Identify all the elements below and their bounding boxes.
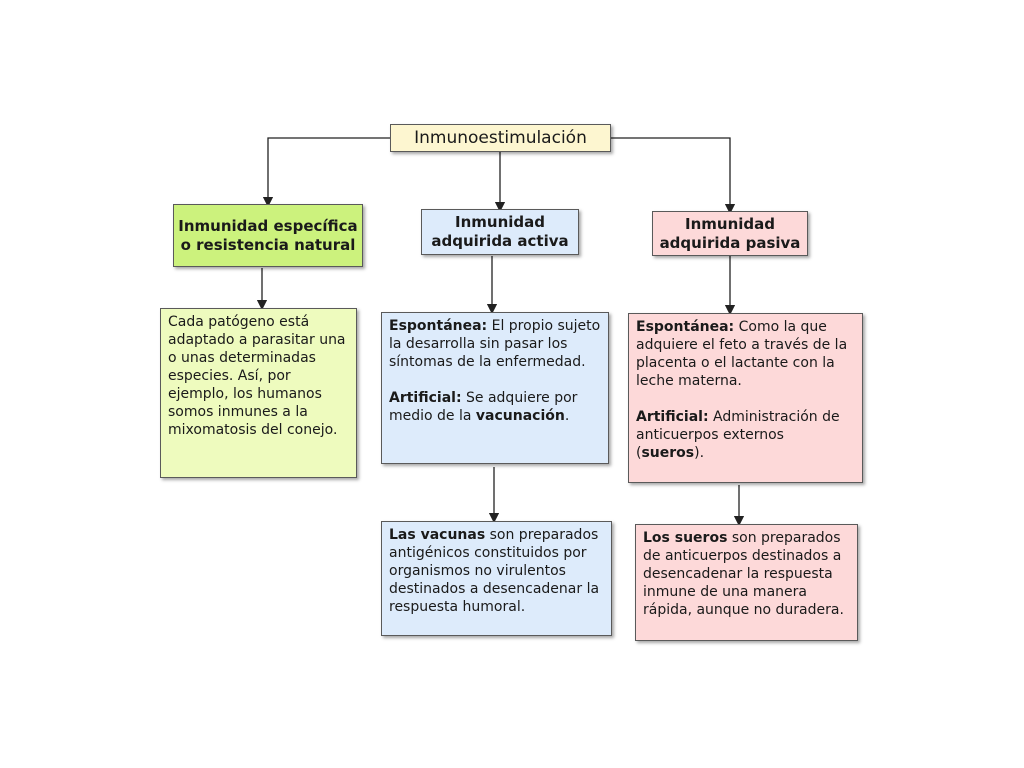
activa-artificial-end: .	[564, 408, 570, 424]
connector-root-to-pasiva	[611, 137, 736, 215]
sueros-note-box: Los sueros son preparados de anticuerpos…	[635, 524, 858, 641]
pasiva-artificial-end: ).	[694, 445, 705, 461]
branch-pasiva-title: Inmunidad adquirida pasiva	[659, 214, 801, 252]
activa-detail-box: Espontánea: El propio sujeto la desarrol…	[381, 312, 609, 464]
branch-natural-title: Inmunidad específica o resistencia natur…	[178, 216, 358, 254]
pasiva-detail-box: Espontánea: Como la que adquiere el feto…	[628, 313, 863, 483]
pasiva-artificial-label: Artificial:	[636, 409, 709, 425]
vacunas-note-box: Las vacunas son preparados antigénicos c…	[381, 521, 612, 636]
activa-artificial: Artificial: Se adquiere por medio de la …	[389, 389, 601, 425]
root-node: Inmunoestimulación	[390, 124, 611, 152]
pasiva-artificial-text: Administración de anticuerpos externos (	[636, 409, 840, 461]
pasiva-spontaneous-label: Espontánea:	[636, 319, 735, 335]
branch-natural-title-box: Inmunidad específica o resistencia natur…	[173, 204, 363, 267]
activa-spontaneous: Espontánea: El propio sujeto la desarrol…	[389, 317, 601, 371]
branch-activa-title-box: Inmunidad adquirida activa	[421, 209, 579, 255]
vacunas-note-text: son preparados antigénicos constituidos …	[389, 527, 600, 615]
pasiva-artificial: Artificial: Administración de anticuerpo…	[636, 408, 855, 462]
activa-artificial-label: Artificial:	[389, 390, 462, 406]
activa-artificial-text: Se adquiere por medio de la	[389, 390, 578, 424]
activa-spontaneous-text: El propio sujeto la desarrolla sin pasar…	[389, 318, 601, 370]
activa-artificial-bold: vacunación	[475, 408, 565, 424]
branch-activa-title: Inmunidad adquirida activa	[431, 213, 569, 250]
root-title: Inmunoestimulación	[414, 127, 587, 148]
sueros-note-text: son preparados de anticuerpos destinados…	[643, 530, 844, 618]
natural-description: Cada patógeno está adaptado a parasitar …	[168, 314, 346, 438]
pasiva-spontaneous-text: Como la que adquiere el feto a través de…	[636, 319, 848, 389]
sueros-note-bold: Los sueros	[643, 530, 728, 546]
connector-root-to-natural	[262, 137, 390, 208]
branch-pasiva-title-box: Inmunidad adquirida pasiva	[652, 211, 808, 256]
vacunas-note-bold: Las vacunas	[389, 527, 486, 543]
pasiva-artificial-bold: sueros	[641, 445, 695, 461]
natural-description-box: Cada patógeno está adaptado a parasitar …	[160, 308, 357, 478]
activa-spontaneous-label: Espontánea:	[389, 318, 488, 334]
pasiva-spontaneous: Espontánea: Como la que adquiere el feto…	[636, 318, 855, 390]
